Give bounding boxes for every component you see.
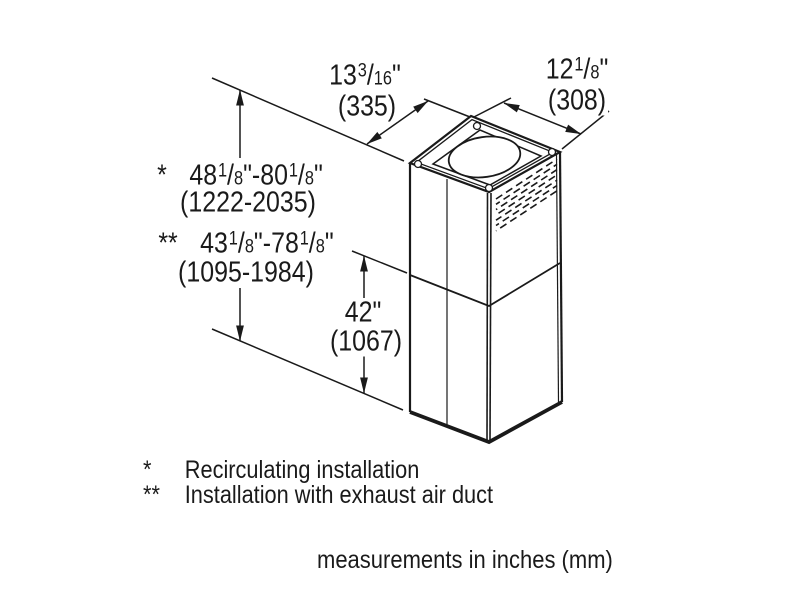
footnote-marker: ** bbox=[158, 227, 178, 260]
dim-lower-section-mm: (1067) bbox=[328, 325, 404, 358]
dim-top-depth-inches: 121/8" bbox=[543, 53, 611, 86]
extension-line-top-left bbox=[211, 77, 405, 162]
front-corner-edge bbox=[486, 192, 489, 443]
frac-numerator: 3 bbox=[357, 60, 367, 82]
screw-hole bbox=[484, 183, 494, 193]
frac-numerator: 1 bbox=[574, 54, 584, 76]
dim-top-depth-mm: (308) bbox=[546, 84, 608, 117]
extension-line-width bbox=[423, 98, 471, 118]
footnote-marker: ** bbox=[143, 481, 160, 509]
footnote-text: Recirculating installation bbox=[184, 456, 420, 484]
footnote-exhaust: ** Installation with exhaust air duct bbox=[143, 483, 493, 508]
unit-mark: " bbox=[599, 53, 609, 86]
footnote-recirculating: * Recirculating installation bbox=[143, 458, 419, 483]
telescoping-seam bbox=[409, 262, 561, 308]
frac-denominator: 8 bbox=[233, 168, 244, 190]
unit-mark: " bbox=[324, 227, 334, 260]
frac-slash: / bbox=[237, 227, 245, 260]
dim-top-width-mm: (335) bbox=[336, 90, 398, 123]
frac-slash: / bbox=[583, 53, 591, 86]
frac-denominator: 8 bbox=[244, 236, 254, 258]
unit-mark: " bbox=[391, 59, 401, 92]
front-corner-edge-inner bbox=[489, 192, 492, 443]
extension-line-depth-far bbox=[561, 110, 610, 150]
dim-lower-section-inches: 42" bbox=[342, 296, 384, 329]
screw-hole bbox=[413, 159, 423, 169]
screw-hole bbox=[472, 121, 482, 131]
extension-line-seam bbox=[351, 250, 408, 274]
vent-louvers bbox=[495, 158, 558, 232]
dimension-arrow-width bbox=[366, 100, 429, 145]
screw-hole bbox=[547, 147, 557, 157]
extension-line-bottom-left bbox=[211, 328, 404, 411]
footnote-text: Installation with exhaust air duct bbox=[184, 481, 494, 509]
units-note: measurements in inches (mm) bbox=[317, 546, 613, 574]
frac-numerator: 1 bbox=[299, 228, 309, 250]
footnote-marker: * bbox=[157, 159, 167, 192]
frac-denominator: 8 bbox=[315, 236, 325, 258]
unit-mark: " bbox=[313, 159, 323, 192]
dimension-lines bbox=[236, 89, 582, 394]
frac-slash: / bbox=[308, 227, 316, 260]
frac-numerator: 1 bbox=[288, 160, 298, 182]
frac-numerator: 1 bbox=[228, 228, 238, 250]
extension-line-depth-near bbox=[471, 97, 512, 119]
footnote-marker: * bbox=[143, 456, 152, 484]
extension-lines bbox=[211, 77, 610, 411]
frac-whole: 43 bbox=[200, 227, 228, 260]
body-silhouette bbox=[410, 116, 562, 442]
dim-height-exhaust-mm: (1095-1984) bbox=[176, 256, 316, 289]
frac-denominator: 8 bbox=[590, 62, 600, 84]
frac-slash: / bbox=[366, 59, 374, 92]
chimney-body bbox=[407, 114, 564, 445]
right-edge bbox=[558, 151, 564, 403]
frac-denominator: 16 bbox=[373, 68, 392, 90]
dimension-arrow-depth bbox=[503, 102, 582, 135]
screw-holes bbox=[413, 121, 557, 193]
frac-whole: 78 bbox=[271, 227, 299, 260]
dim-top-width-inches: 133/16" bbox=[327, 59, 403, 92]
frac-whole: 13 bbox=[329, 59, 357, 92]
frac-slash: / bbox=[227, 159, 234, 192]
frac-numerator: 1 bbox=[217, 160, 228, 182]
range-joiner: "- bbox=[243, 159, 261, 192]
dim-height-exhaust-inches: **431/8"-781/8" bbox=[156, 227, 336, 260]
bottom-edge bbox=[409, 400, 563, 445]
frac-whole: 80 bbox=[260, 159, 288, 192]
duct-opening bbox=[447, 135, 522, 179]
frac-whole: 12 bbox=[545, 53, 574, 86]
frac-whole: 48 bbox=[189, 159, 218, 192]
right-edge-inner bbox=[555, 153, 560, 403]
dim-height-recirculating-mm: (1222-2035) bbox=[178, 186, 318, 219]
range-joiner: "- bbox=[253, 227, 272, 260]
frac-denominator: 8 bbox=[304, 168, 314, 190]
frac-slash: / bbox=[297, 159, 305, 192]
dim-height-recirculating-inches: *481/8"-801/8" bbox=[155, 159, 325, 192]
